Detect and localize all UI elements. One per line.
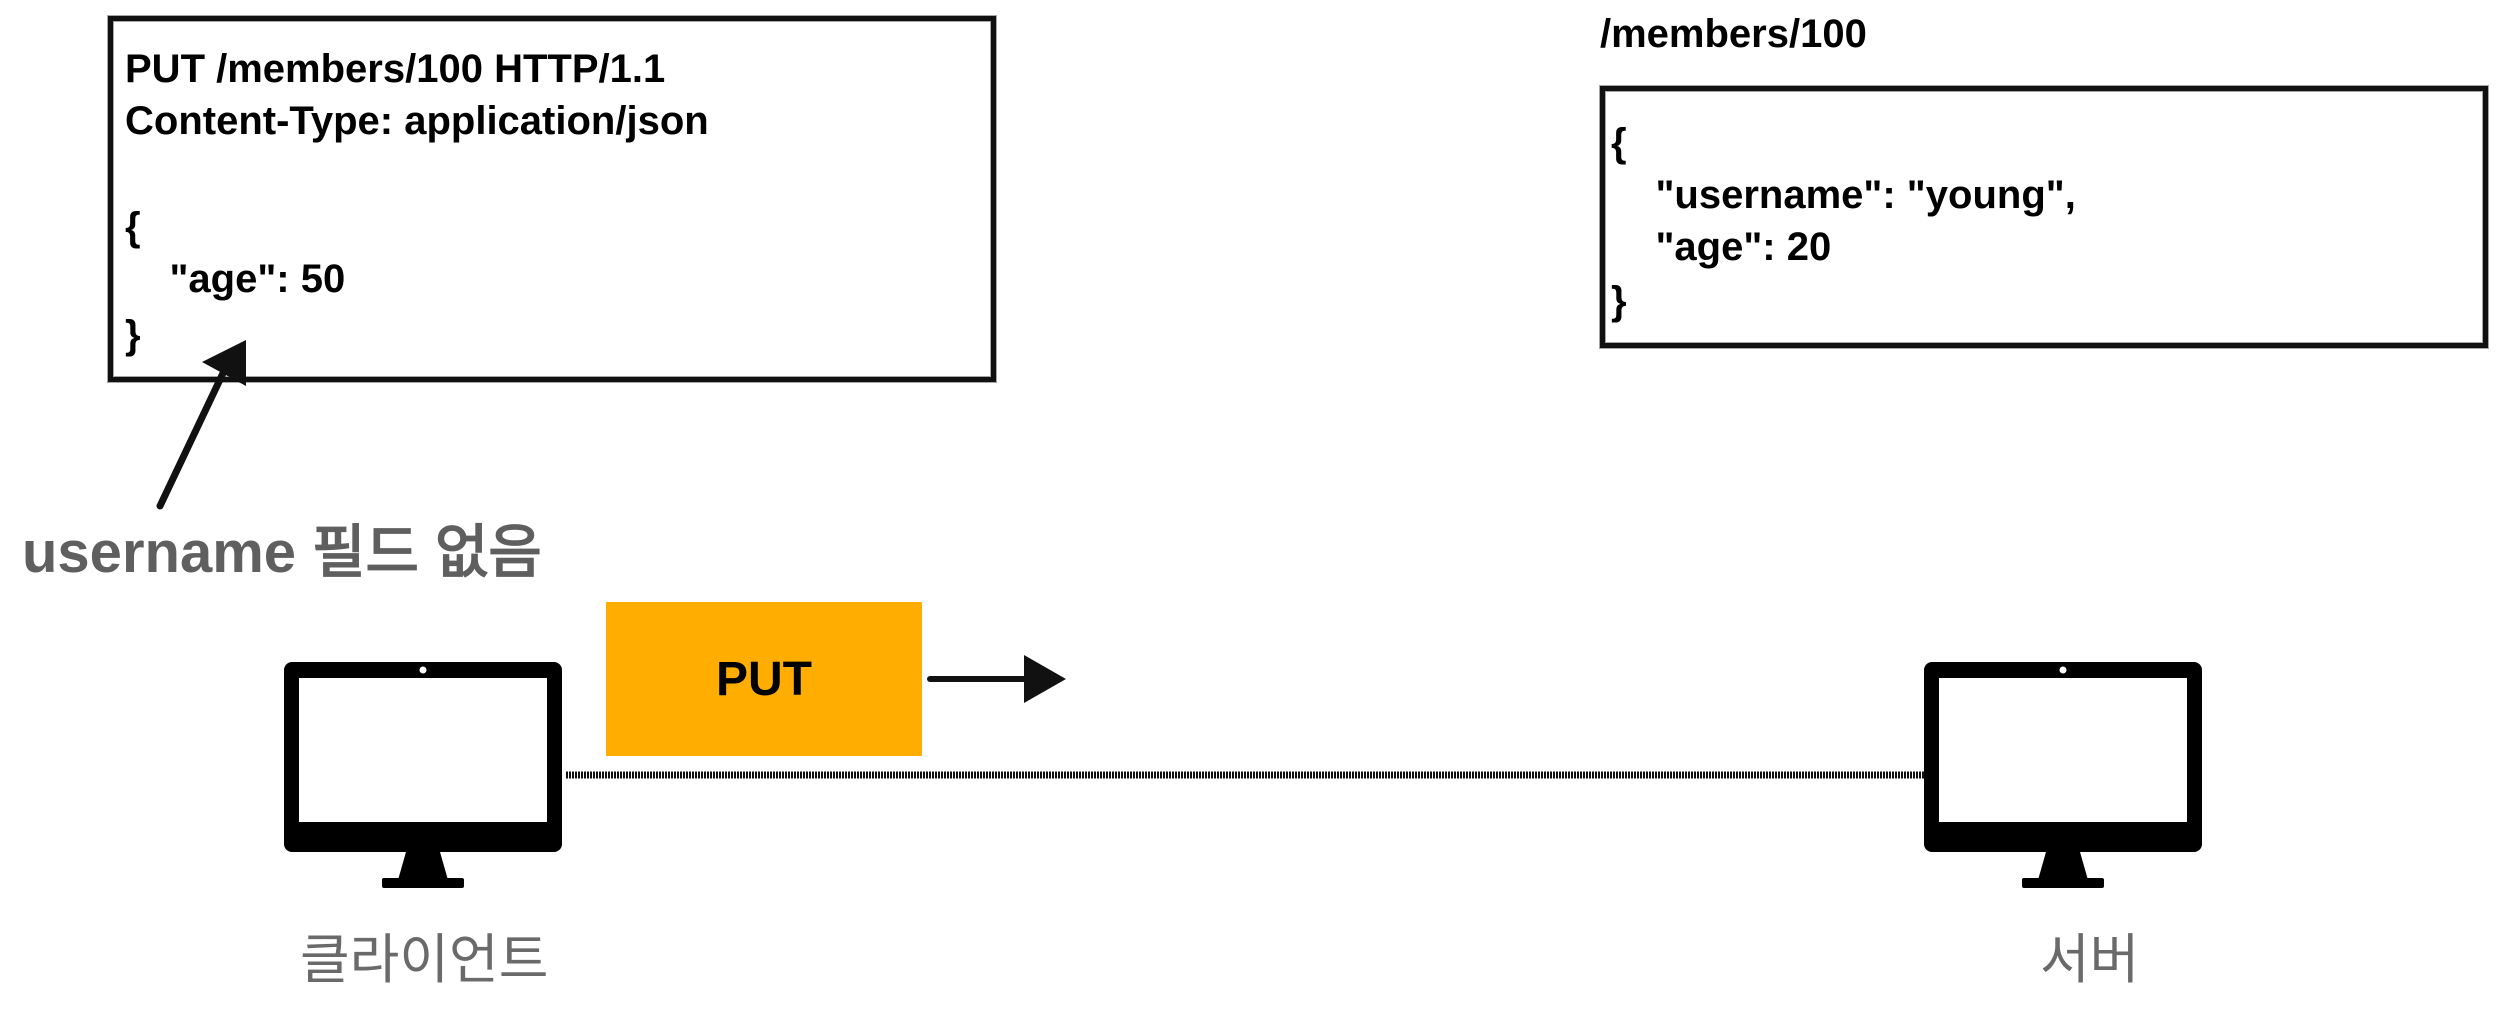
resource-path-label: /members/100: [1600, 12, 1867, 56]
client-label: 클라이언트: [300, 930, 549, 990]
resource-body-line: "username": "young",: [1611, 173, 2076, 217]
resource-body-line: {: [1611, 121, 1627, 165]
request-box: PUT /members/100 HTTP/1.1 Content-Type: …: [108, 16, 996, 382]
missing-field-note: username 필드 없음: [22, 520, 542, 585]
direction-arrow: [927, 655, 1066, 703]
server-monitor-icon: [1924, 662, 2202, 888]
put-method-block: PUT: [606, 602, 922, 756]
server-label: 서버: [2040, 930, 2140, 990]
request-header-line: Content-Type: application/json: [125, 99, 709, 143]
request-line: PUT /members/100 HTTP/1.1: [125, 47, 666, 91]
request-body-line: {: [125, 205, 141, 249]
resource-body-line: }: [1611, 279, 1627, 323]
request-body-line: }: [125, 313, 141, 357]
put-method-label: PUT: [716, 652, 812, 706]
resource-body-line: "age": 20: [1611, 225, 1832, 269]
request-body-line: "age": 50: [125, 257, 346, 301]
annotation-arrow: [156, 340, 246, 510]
client-monitor-icon: [284, 662, 562, 888]
resource-box: { "username": "young", "age": 20 }: [1600, 86, 2488, 348]
